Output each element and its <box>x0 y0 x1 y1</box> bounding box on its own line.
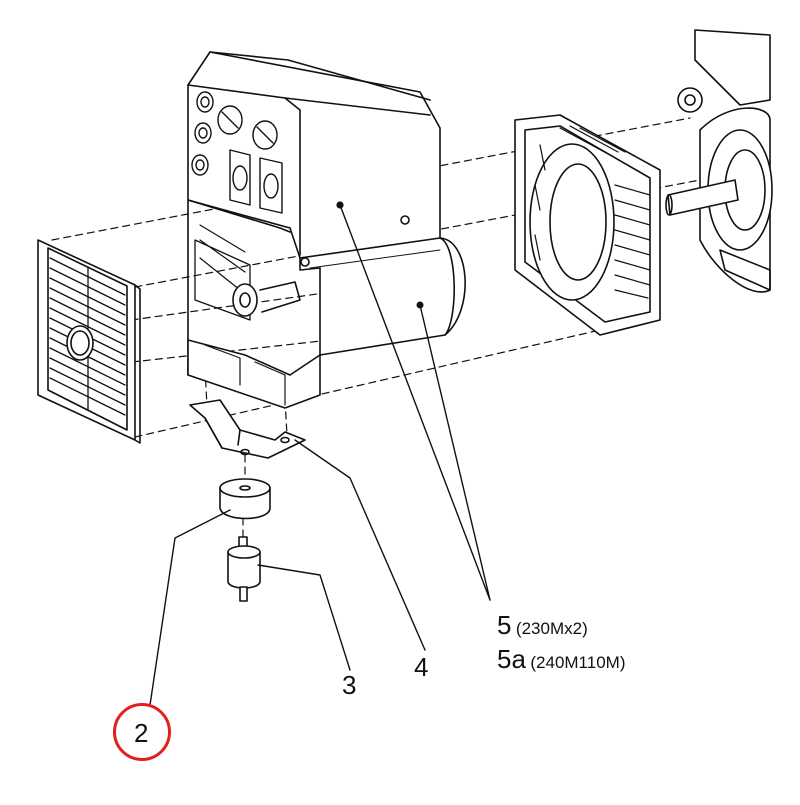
mounting-bracket <box>189 399 306 459</box>
fan-end-bell <box>514 114 661 336</box>
callout-5[interactable]: 5 (230Mx2) <box>497 612 588 639</box>
intake-grille <box>37 239 141 444</box>
anti-vibration-stud <box>227 536 261 602</box>
callout-3[interactable]: 3 <box>342 670 357 700</box>
engine-shaft <box>665 29 773 293</box>
callout-5-note: (230Mx2) <box>515 619 588 638</box>
leader-5-cover <box>339 204 491 601</box>
leader-5-drum <box>419 304 491 601</box>
alternator-housing <box>187 51 466 409</box>
leader-2 <box>149 509 231 706</box>
leader-3 <box>257 564 351 671</box>
callout-5a-number: 5a <box>497 644 526 674</box>
highlight-ring-2 <box>113 703 171 761</box>
callout-4[interactable]: 4 <box>414 652 429 682</box>
leader-4 <box>294 439 426 651</box>
callout-5-number: 5 <box>497 610 512 640</box>
callout-5a[interactable]: 5a (240M110M) <box>497 646 626 673</box>
rubber-mount <box>219 478 271 520</box>
callout-2[interactable]: 2 <box>134 718 149 748</box>
callout-5a-note: (240M110M) <box>530 653 626 672</box>
leader-lines <box>149 201 491 706</box>
